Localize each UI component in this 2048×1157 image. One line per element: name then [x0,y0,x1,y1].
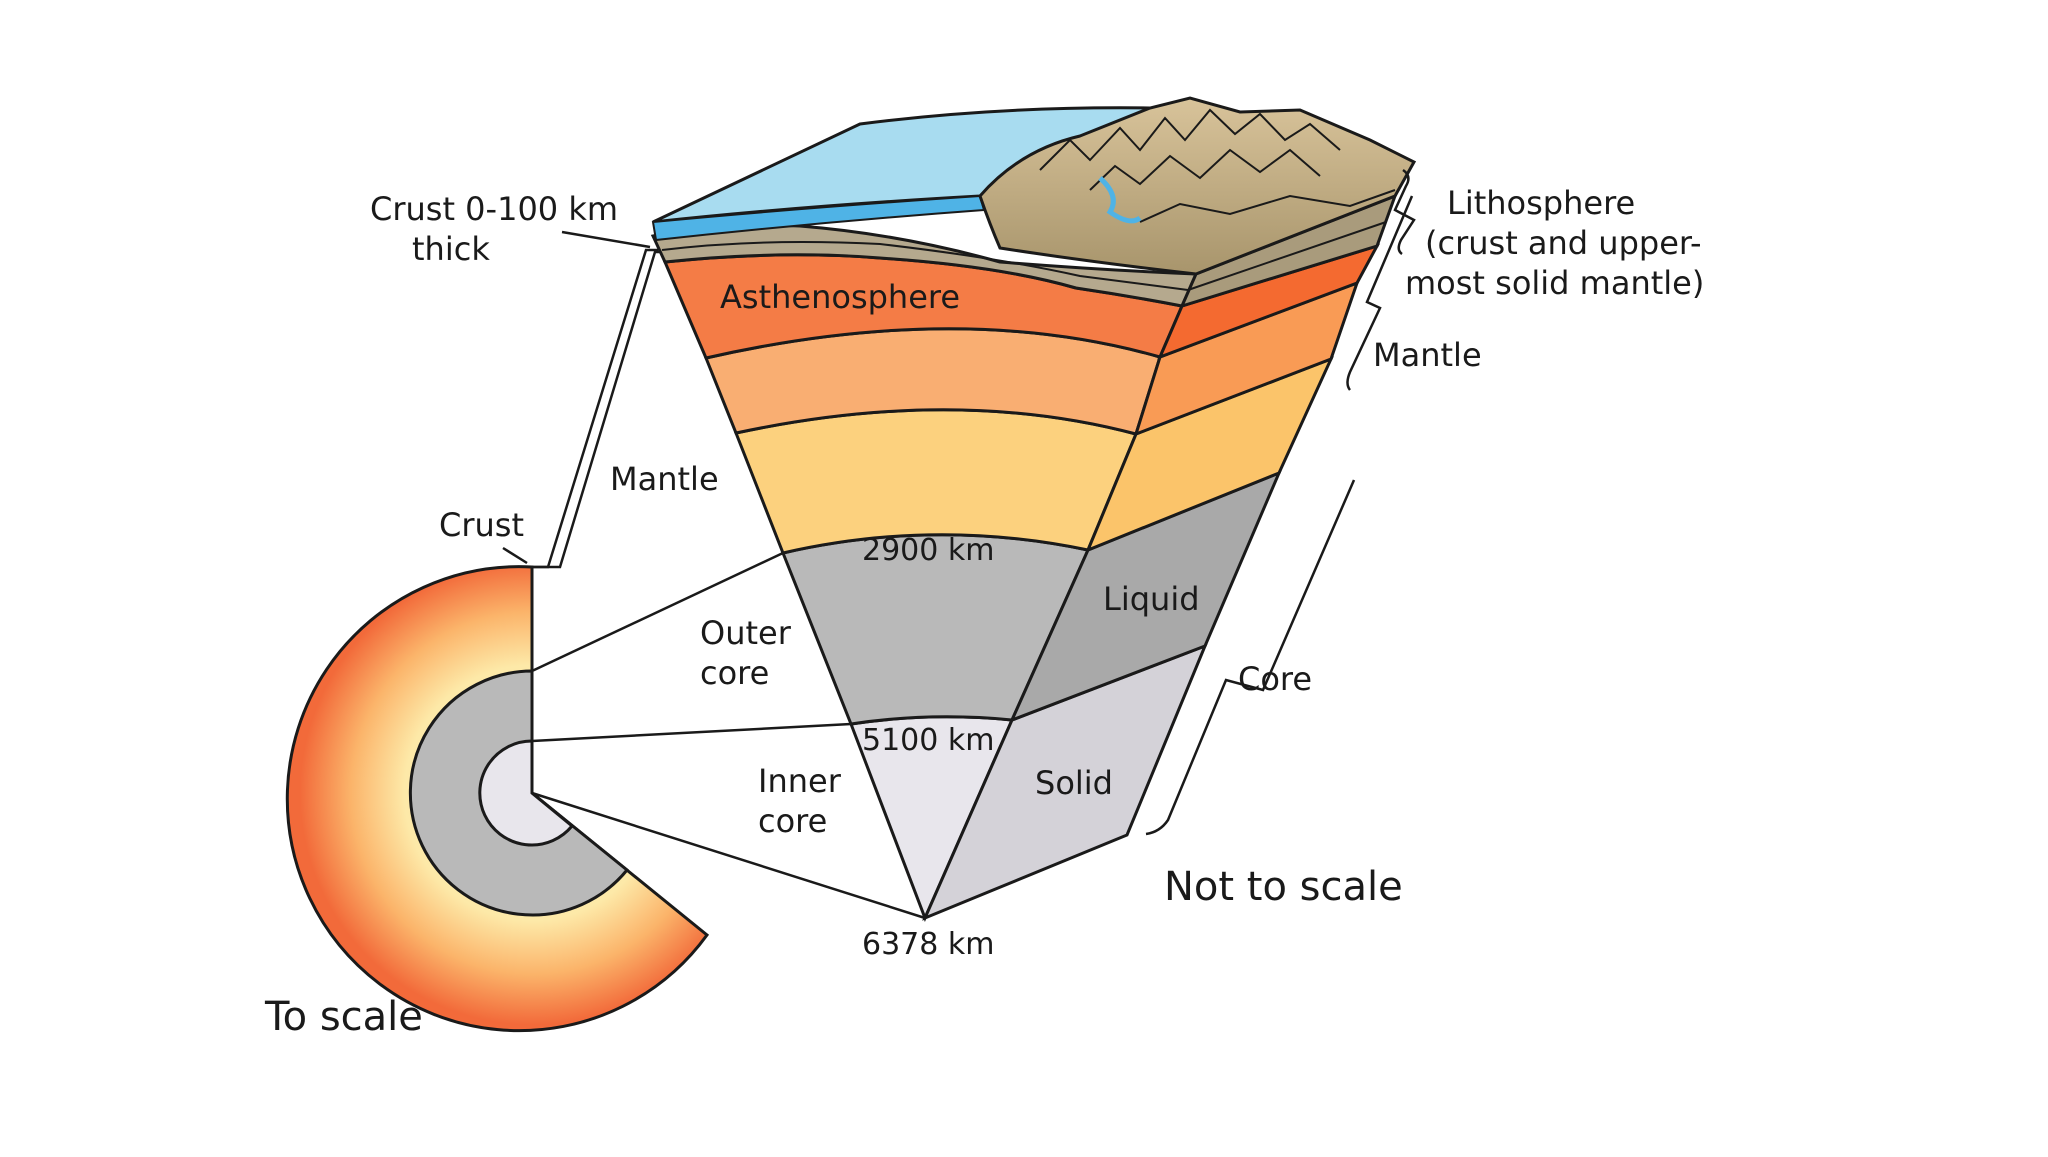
label-crust-thickness-2: thick [412,230,490,268]
label-asthenosphere: Asthenosphere [720,278,960,316]
core-brace [1145,479,1356,836]
mountains [1039,108,1396,223]
mantle-brace [1346,195,1414,391]
label-solid: Solid [1035,764,1113,802]
label-outer-core: Outer [700,614,792,652]
land-surface [978,96,1417,276]
label-depth-2900: 2900 km [862,533,994,568]
earth-wedge-side-face [922,193,1398,921]
label-lithosphere-desc-2: most solid mantle) [1405,264,1704,302]
label-core: Core [1238,660,1312,698]
label-depth-6378: 6378 km [862,927,994,962]
label-crust: Crust [439,506,524,544]
label-lithosphere: Lithosphere [1447,184,1635,222]
connector-lines [502,230,926,920]
earth-wedge-front-face [650,223,1199,922]
label-depth-5100: 5100 km [862,723,994,758]
lower-mantle-face [733,408,1139,555]
label-inner-core-2: core [758,802,827,840]
right-braces [1145,168,1416,836]
inner-core-disc [478,739,575,847]
label-not-to-scale: Not to scale [1164,864,1403,910]
surface-top [651,96,1417,276]
label-outer-core-2: core [700,654,769,692]
label-mantle-right: Mantle [1373,336,1482,374]
label-liquid: Liquid [1103,580,1200,618]
label-crust-thickness: Crust 0-100 km [370,190,618,228]
label-lithosphere-desc-1: (crust and upper- [1425,224,1702,262]
label-inner-core: Inner [758,762,842,800]
label-to-scale: To scale [264,994,423,1040]
river [1098,176,1142,224]
label-mantle-left: Mantle [610,460,719,498]
to-scale-earth-section [285,565,710,1033]
